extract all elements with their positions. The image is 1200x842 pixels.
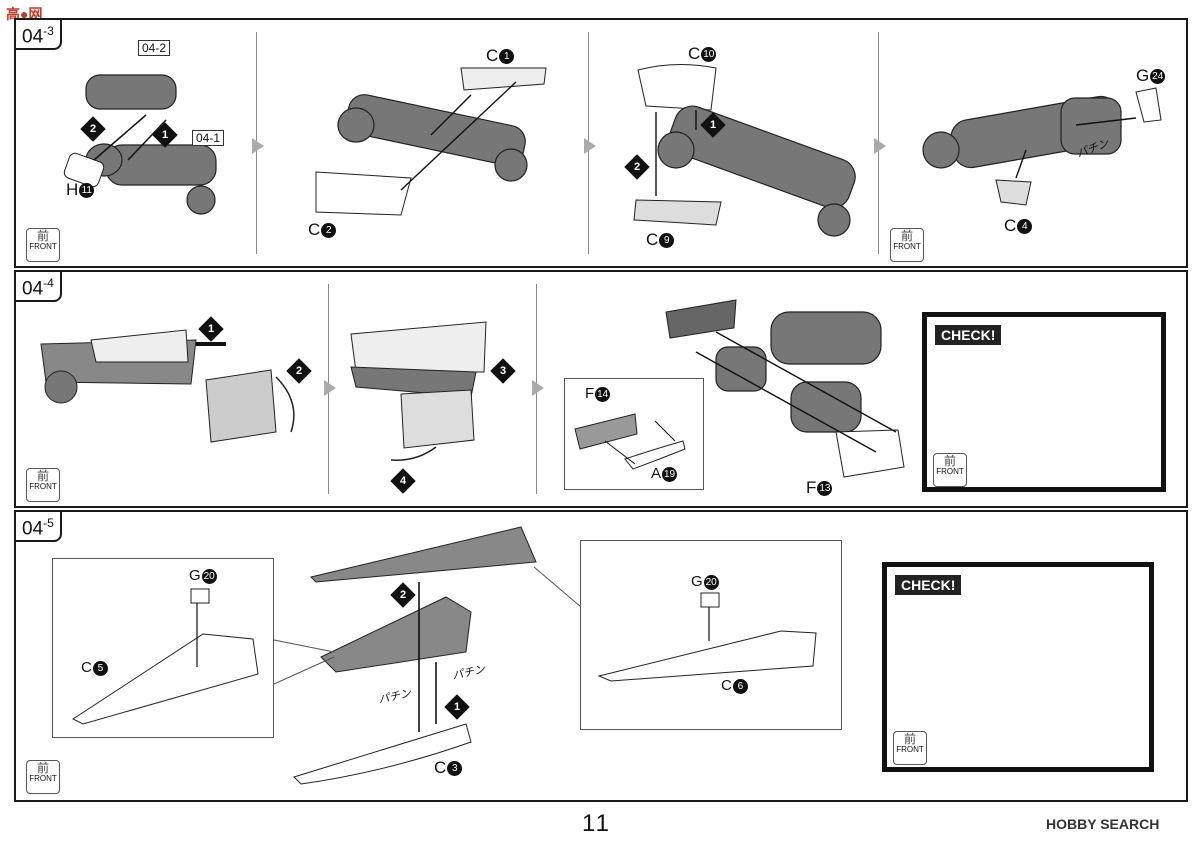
step-04-3-panel: 04-3 — [14, 18, 1188, 268]
step-number-tag: 04-5 — [14, 510, 62, 543]
step-marker: 2 — [390, 582, 416, 608]
next-step-arrow — [584, 138, 596, 154]
step-marker: 1 — [152, 122, 178, 148]
part-reference: 04-2 — [138, 40, 171, 56]
step-number-tag: 04-3 — [14, 18, 62, 51]
step-number-tag: 04-4 — [14, 270, 62, 303]
step-04-3-illustration — [63, 63, 1162, 237]
step-marker: 1 — [198, 316, 224, 342]
watermark: HOBBY SEARCH — [1046, 816, 1160, 832]
check-label: CHECK! — [895, 575, 962, 595]
step-marker: 1 — [444, 694, 470, 720]
step-marker: 1 — [700, 112, 726, 138]
step-marker: 4 — [390, 468, 416, 494]
step-marker: 2 — [80, 116, 106, 142]
next-step-arrow — [252, 138, 264, 154]
step-04-4-panel: 04-4 1 2 3 4 — [14, 270, 1188, 508]
next-step-arrow — [324, 380, 336, 396]
step-marker: 3 — [490, 358, 516, 384]
next-step-arrow — [532, 380, 544, 396]
check-label: CHECK! — [935, 325, 1002, 345]
step-marker: 2 — [286, 358, 312, 384]
part-reference: 04-1 — [192, 130, 225, 146]
step-marker: 2 — [624, 154, 650, 180]
page-number: 11 — [582, 810, 611, 837]
next-step-arrow — [874, 138, 886, 154]
